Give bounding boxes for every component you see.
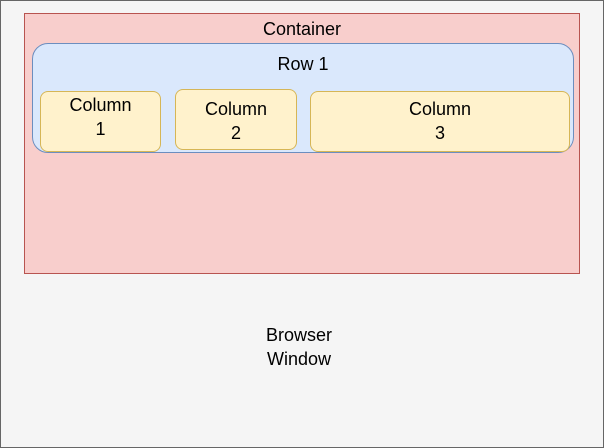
column-2-box: Column 2: [175, 89, 297, 150]
row-1-box: Row 1 Column 1 Column 2 Column 3: [32, 43, 574, 153]
column-2-label: Column 2: [204, 99, 268, 143]
browser-window-label: Browser Window: [265, 325, 332, 369]
column-3-label: Column 3: [408, 99, 472, 143]
column-3-box: Column 3: [310, 91, 570, 152]
column-1-box: Column 1: [40, 91, 161, 152]
row-1-label: Row 1: [277, 54, 329, 74]
column-1-label: Column 1: [69, 95, 132, 139]
container-label: Container: [262, 19, 342, 39]
